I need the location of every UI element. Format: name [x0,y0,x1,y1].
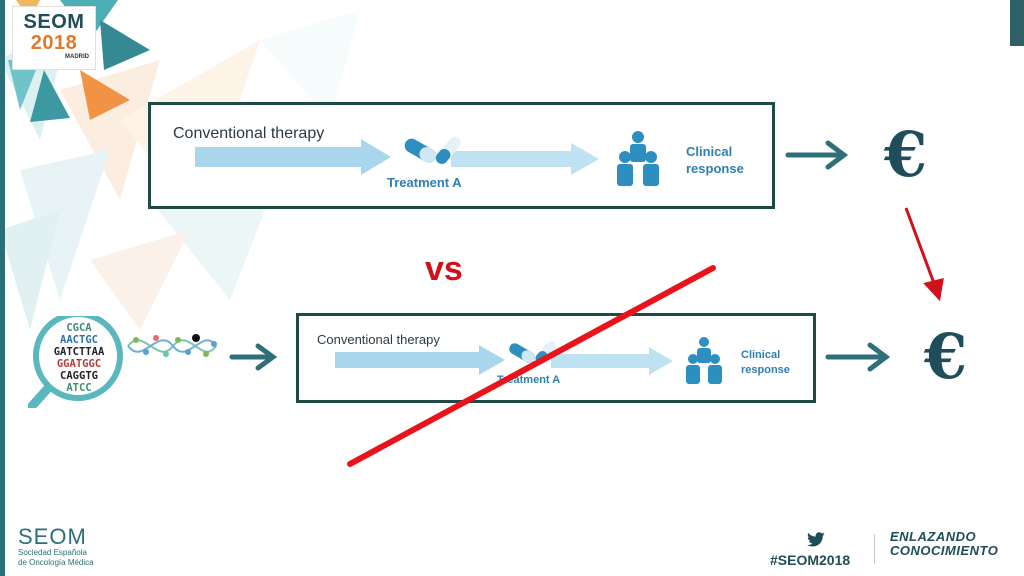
conventional-therapy-box-bottom: Conventional therapy Treatment A Clinica… [296,313,816,403]
dna-line-3: GATCTTAA [53,346,105,358]
dna-line-1: CGCA [66,322,92,334]
clinical-label-line2: response [686,161,744,176]
dna-line-5: CAGGTG [60,370,98,382]
vs-label: vs [425,250,463,288]
euro-sign-top: € [884,118,928,191]
footer-seom-logo: SEOM Sociedad Española de Oncología Médi… [18,526,94,568]
logo-seom-text: SEOM [23,11,85,33]
left-accent-bar [0,0,5,576]
pill-capsule-icon [404,136,461,165]
clinical-response-label-bottom: Clinical response [741,348,790,378]
patients-group-icon-bottom [686,337,722,384]
conventional-therapy-box-top: Conventional therapy Treatment A Clinica… [148,102,775,209]
enlazando-line1: ENLAZANDO [890,529,977,544]
therapy-flow-arrows [195,139,599,175]
clinical-response-label: Clinical response [686,143,744,177]
seom-2018-logo: SEOM 2018 MADRID [12,6,96,70]
dna-line-4: GGATGGC [56,358,102,370]
enlazando-line2: CONOCIMIENTO [890,543,999,558]
logo-year-text: 2018 [30,32,78,54]
conventional-therapy-label: Conventional therapy [173,125,325,142]
dna-sequence-letters: CGCA AACTGC GATCTTAA GGATGGC CAGGTG ATCC [42,322,116,394]
pill-capsule-icon-bottom [509,341,556,364]
conventional-therapy-label-bottom: Conventional therapy [317,332,440,347]
clinical-label-line2-bottom: response [741,364,790,376]
clinical-label-line1: Clinical [686,144,733,159]
enlazando-conocimiento-logo: ENLAZANDO CONOCIMIENTO [890,530,998,558]
footer-seom-text: SEOM [18,524,87,549]
dna-magnifier-illustration: CGCA AACTGC GATCTTAA GGATGGC CAGGTG ATCC [27,311,218,411]
logo-city-text: MADRID [65,54,89,60]
dna-line-2: AACTGC [60,334,98,346]
treatment-a-label: Treatment A [387,175,462,190]
footer-society-line2: de Oncología Médica [18,558,94,567]
footer-society-line1: Sociedad Española [18,548,87,557]
patients-group-icon [617,131,659,186]
euro-sign-bottom: € [924,320,968,393]
hashtag-label: #SEOM2018 [770,552,851,568]
treatment-a-label-bottom: Treatment A [497,374,561,386]
twitter-icon [807,532,825,547]
dna-line-6: ATCC [66,382,92,394]
footer-divider [874,534,875,564]
clinical-label-line1-bottom: Clinical [741,349,781,361]
right-accent-tab [1010,0,1024,46]
